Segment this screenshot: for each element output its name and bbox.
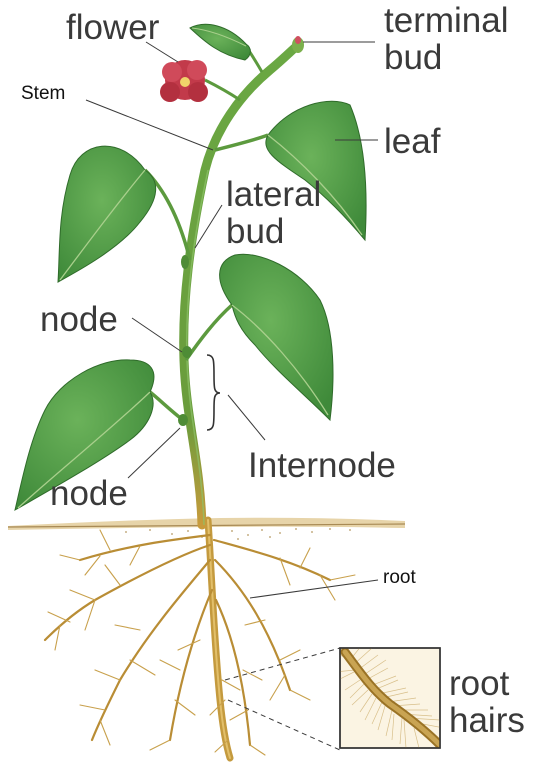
root-hairs-label-line2: hairs	[449, 701, 525, 740]
leaf-middle-right	[220, 254, 333, 420]
node-lower-label: node	[50, 476, 128, 511]
terminal-bud-label-line2: bud	[384, 38, 442, 77]
lateral-bud-label: lateral bud	[226, 176, 321, 250]
root-label: root	[383, 568, 416, 587]
terminal-bud-label-line1: terminal	[384, 1, 508, 40]
stem-leader	[86, 100, 213, 150]
inset-leader-lower	[228, 700, 340, 750]
node-upper-leader	[132, 318, 182, 352]
terminal-bud-label: terminal bud	[384, 2, 508, 76]
internode-bracket	[207, 355, 220, 430]
root-system	[45, 520, 355, 758]
leaf-label: leaf	[384, 124, 440, 159]
inset-leader-upper	[225, 648, 340, 680]
leaf-upper-left	[58, 146, 156, 282]
flower-illustration	[160, 60, 208, 102]
lateral-bud-label-line2: bud	[226, 212, 284, 251]
flower-label: flower	[66, 10, 159, 45]
lateral-bud-label-line1: lateral	[226, 175, 321, 214]
root-hairs-label-line1: root	[449, 664, 509, 703]
leaf-top-right-small	[190, 24, 250, 60]
root-leader	[250, 580, 378, 598]
root-hairs-label: root hairs	[449, 665, 525, 739]
internode-leader	[228, 395, 265, 440]
stem-label: Stem	[21, 84, 65, 103]
root-hairs-inset	[330, 645, 444, 752]
internode-label: Internode	[248, 448, 396, 483]
node-upper-label: node	[40, 302, 118, 337]
